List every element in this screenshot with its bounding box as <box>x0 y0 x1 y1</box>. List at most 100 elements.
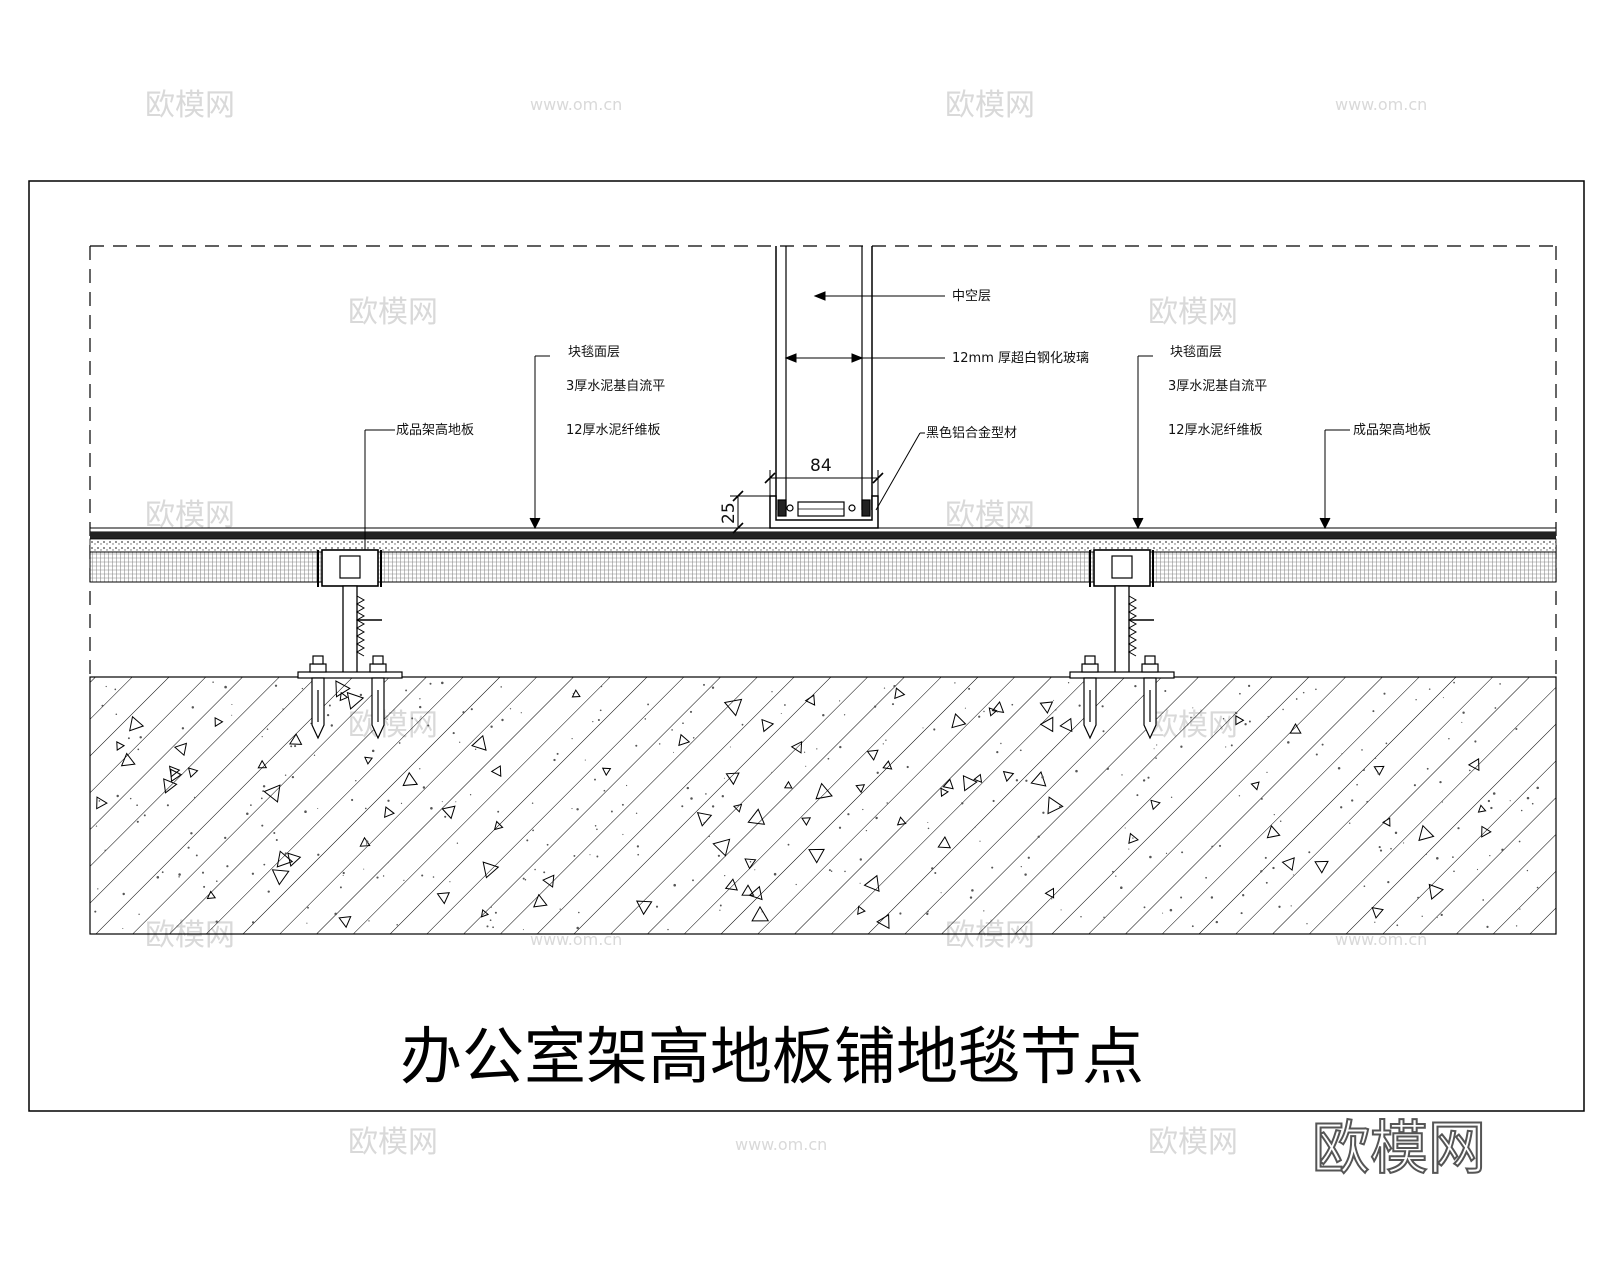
speckle-mark <box>600 685 603 688</box>
aggregate-mark <box>725 772 740 786</box>
speckle-mark <box>432 876 435 878</box>
dimension-84: 84 <box>764 456 884 496</box>
carpet-layer <box>90 532 1556 539</box>
speckle-mark <box>576 926 579 930</box>
speckle-mark <box>703 821 705 824</box>
speckle-mark <box>137 748 140 751</box>
speckle-mark <box>1120 886 1123 889</box>
speckle-mark <box>885 739 887 741</box>
watermark-logo: 欧模网 <box>348 1125 438 1160</box>
speckle-mark <box>1279 820 1282 822</box>
speckle-mark <box>178 873 181 876</box>
speckle-mark <box>983 710 985 713</box>
speckle-mark <box>822 713 825 717</box>
aggregate-mark <box>346 691 365 710</box>
aggregate-mark <box>163 778 178 794</box>
speckle-mark <box>1244 723 1247 726</box>
speckle-mark <box>1413 784 1416 787</box>
speckle-mark <box>449 881 451 883</box>
speckle-mark <box>546 843 549 846</box>
aggregate-mark <box>257 759 268 769</box>
speckle-mark <box>1457 827 1460 830</box>
speckle-mark <box>1058 805 1061 808</box>
speckle-mark <box>839 745 842 749</box>
speckle-mark <box>273 832 276 834</box>
speckle-mark <box>1536 786 1539 790</box>
speckle-mark <box>291 775 295 779</box>
speckle-mark <box>212 681 214 683</box>
speckle-mark <box>773 872 777 876</box>
speckle-mark <box>138 913 140 915</box>
speckle-mark <box>1247 684 1251 688</box>
speckle-mark <box>556 752 559 755</box>
speckle-mark <box>1239 692 1241 695</box>
speckle-mark <box>594 825 597 827</box>
dimension-label-width: 84 <box>810 456 832 476</box>
speckle-mark <box>136 804 138 807</box>
speckle-mark <box>1366 800 1369 803</box>
speckle-mark <box>592 720 594 723</box>
speckle-mark <box>1278 905 1281 908</box>
speckle-mark <box>1361 749 1363 751</box>
speckle-mark <box>203 885 206 888</box>
aggregate-mark <box>1481 825 1492 838</box>
speckle-mark <box>1394 831 1398 835</box>
speckle-mark <box>490 725 493 728</box>
speckle-mark <box>1147 776 1150 779</box>
watermark-logo: 欧模网 <box>945 88 1035 123</box>
aggregate-mark <box>96 796 108 810</box>
speckle-mark <box>780 712 782 715</box>
speckle-mark <box>719 904 722 907</box>
speckle-mark <box>310 722 312 725</box>
speckle-mark <box>101 704 104 707</box>
speckle-mark <box>882 743 884 745</box>
speckle-mark <box>195 854 198 857</box>
speckle-mark <box>1169 908 1173 912</box>
speckle-mark <box>682 722 684 725</box>
speckle-mark <box>304 810 307 813</box>
speckle-mark <box>1442 697 1444 699</box>
speckle-mark <box>317 807 319 810</box>
speckle-mark <box>1135 702 1137 704</box>
aggregate-mark <box>1235 715 1245 726</box>
speckle-mark <box>1248 720 1251 723</box>
aggregate-mark <box>723 698 743 717</box>
speckle-mark <box>486 925 489 928</box>
speckle-mark <box>705 793 707 795</box>
speckle-mark <box>996 750 999 754</box>
speckle-mark <box>1531 802 1534 805</box>
speckle-mark <box>1078 704 1081 707</box>
speckle-mark <box>1295 698 1298 700</box>
aggregate-mark <box>1467 758 1480 772</box>
aggregate-mark <box>857 905 866 916</box>
glass-label: 12mm 厚超白钢化玻璃 <box>952 350 1089 366</box>
speckle-mark <box>282 708 284 710</box>
speckle-mark <box>724 874 726 877</box>
speckle-mark <box>1518 840 1521 843</box>
speckle-mark <box>1494 707 1497 709</box>
speckle-mark <box>190 832 193 835</box>
speckle-mark <box>610 810 613 813</box>
speckle-mark <box>635 744 638 747</box>
aggregate-mark <box>542 874 555 888</box>
speckle-mark <box>260 797 263 800</box>
aggregate-mark <box>942 778 954 790</box>
speckle-mark <box>181 727 185 730</box>
speckle-mark <box>717 854 721 857</box>
aggregate-mark <box>940 787 949 798</box>
speckle-mark <box>686 786 690 790</box>
speckle-mark <box>427 724 430 727</box>
speckle-mark <box>306 922 308 924</box>
speckle-mark <box>761 911 763 913</box>
speckle-mark <box>1053 699 1055 701</box>
speckle-mark <box>1515 727 1518 731</box>
speckle-mark <box>1264 856 1267 859</box>
speckle-mark <box>974 826 976 828</box>
aggregate-mark <box>364 756 374 765</box>
watermark-logo: 欧模网 <box>145 88 235 123</box>
speckle-mark <box>692 737 695 739</box>
speckle-mark <box>275 838 278 842</box>
speckle-mark <box>1453 870 1455 873</box>
drawing-frame <box>28 180 1585 1112</box>
speckle-mark <box>1234 711 1238 715</box>
